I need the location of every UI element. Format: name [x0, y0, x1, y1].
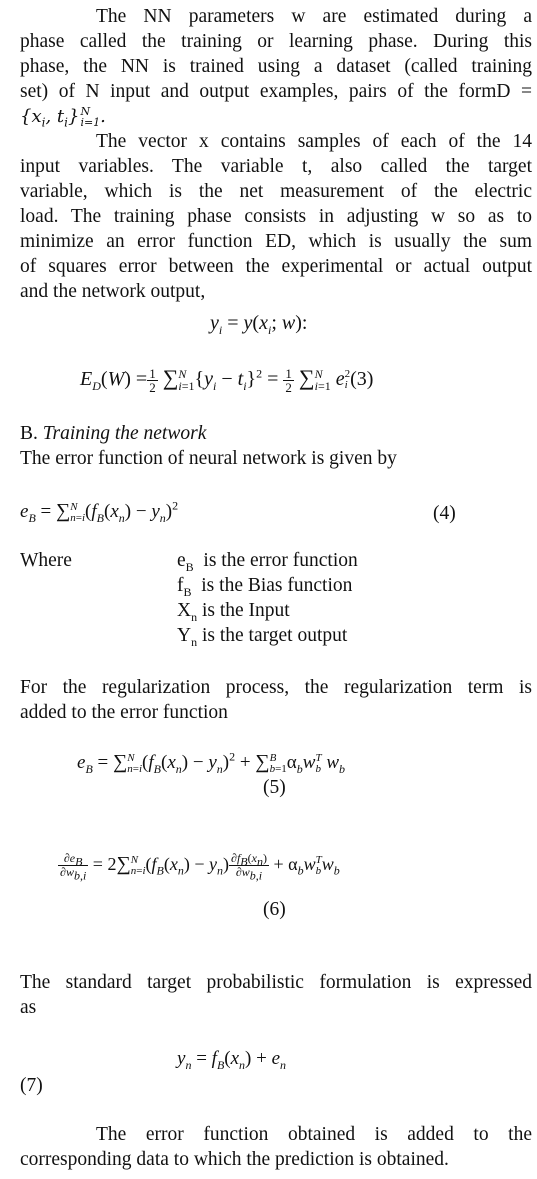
equation-number: (7)	[20, 1075, 43, 1096]
text-line: The vector x contains samples of each of…	[96, 131, 532, 152]
paragraph-regularization: For the regularization process, the regu…	[20, 675, 532, 725]
definition-item: Xn is the Input	[177, 600, 290, 624]
paragraph-training-phase: The NN parameters w are estimated during…	[20, 4, 532, 129]
text-line: input variables. The variable t, also ca…	[20, 156, 532, 177]
equation-number: (6)	[263, 899, 286, 920]
text-line: load. The training phase consists in adj…	[20, 206, 532, 227]
text-line: of squares error between the experimenta…	[20, 256, 532, 277]
equation-7: yn = fB(xn) + en	[177, 1048, 287, 1072]
paragraph-error-function: The error function of neural network is …	[20, 448, 397, 469]
text-line: as	[20, 997, 37, 1018]
definition-item: fB is the Bias function	[177, 575, 353, 599]
text-line: phase called the training or learning ph…	[20, 31, 532, 52]
text-line: variable, which is the net measurement o…	[20, 181, 532, 202]
where-label: Where	[20, 550, 72, 571]
definition-item: Yn is the target output	[177, 625, 348, 649]
section-title: Training the network	[42, 423, 207, 444]
paragraph-prediction: The error function obtained is added to …	[20, 1122, 532, 1172]
section-heading: B. Training the network	[20, 421, 206, 446]
paragraph-vector-x: The vector x contains samples of each of…	[20, 129, 532, 304]
text-line: and the network output,	[20, 281, 206, 302]
definition-item: eB is the error function	[177, 550, 358, 574]
equation-number: (5)	[263, 777, 286, 798]
equation-number: (3)	[350, 368, 374, 390]
text-line: set) of N input and output examples, pai…	[20, 81, 532, 102]
equation-yi: yi = y(xi; w):	[210, 312, 308, 337]
section-letter: B.	[20, 423, 38, 444]
text-line: corresponding data to which the predicti…	[20, 1149, 449, 1170]
paragraph-probabilistic: The standard target probabilistic formul…	[20, 970, 532, 1020]
text-line: The error function obtained is added to …	[96, 1124, 532, 1145]
text-line: The NN parameters w are estimated during…	[96, 6, 532, 27]
text-line: phase, the NN is trained using a dataset…	[20, 56, 532, 77]
text-line: The standard target probabilistic formul…	[20, 972, 532, 993]
text-line: minimize an error function ED, which is …	[20, 231, 532, 252]
equation-number: (4)	[433, 503, 456, 524]
definition-list: eB is the error function fB is the Bias …	[177, 548, 358, 648]
text-line: For the regularization process, the regu…	[20, 677, 532, 698]
text-line: added to the error function	[20, 702, 228, 723]
